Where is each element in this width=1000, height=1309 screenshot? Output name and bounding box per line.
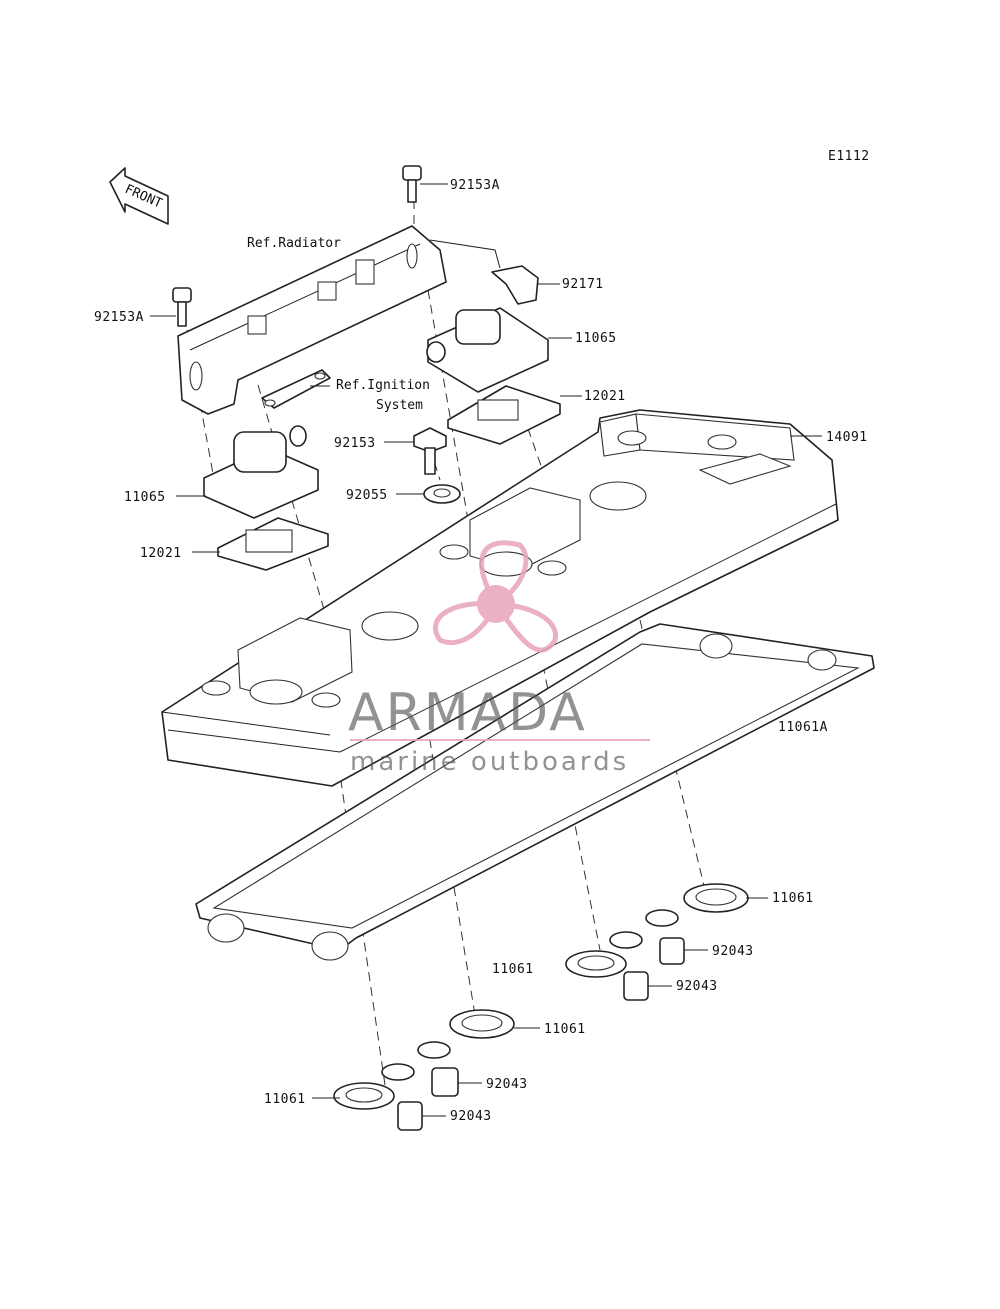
bolt-left-icon (172, 287, 192, 327)
gasket-right (447, 385, 561, 445)
label-plug-gasket-r1: 11061 (772, 891, 814, 906)
ref-ignition-line2: System (376, 398, 423, 413)
bolt-right-icon (402, 165, 422, 203)
label-sleeve-r2: 92043 (676, 979, 718, 994)
ignition-clamp (261, 369, 331, 409)
breather-cap-right (426, 307, 549, 393)
label-cover-gasket: 11061A (778, 720, 828, 735)
sleeve-l2-icon (397, 1101, 423, 1131)
washer-icon (423, 484, 461, 504)
ref-radiator: Ref.Radiator (247, 236, 341, 251)
cover-gasket (195, 623, 875, 961)
label-sleeve-l1: 92043 (486, 1077, 528, 1092)
clamp-92171 (491, 265, 539, 305)
plug-gasket-r1 (683, 883, 749, 913)
front-arrow-icon: FRONT (109, 167, 169, 225)
sleeve-l1-icon (431, 1067, 459, 1097)
label-clamp: 92171 (562, 277, 604, 292)
label-plug-gasket-c2: 11061 (544, 1022, 586, 1037)
label-cover: 14091 (826, 430, 868, 445)
bolt-center-icon (413, 427, 447, 475)
watermark-tagline: marine outboards (350, 747, 629, 777)
plug-gasket-c (565, 950, 627, 978)
watermark-brand: ARMADA (348, 683, 587, 743)
label-bolt-right: 92153A (450, 178, 500, 193)
label-gasket-left: 12021 (140, 546, 182, 561)
plug-gasket-r1-small (645, 909, 679, 927)
sleeve-r2-icon (623, 971, 649, 1001)
sleeve-r1-icon (659, 937, 685, 965)
plug-gasket-c2-small (417, 1041, 451, 1059)
breather-cap-left (203, 425, 319, 519)
gasket-left (217, 517, 329, 571)
label-bolt-left: 92153A (94, 310, 144, 325)
label-bolt-center: 92153 (334, 436, 376, 451)
plug-gasket-c-small (609, 931, 643, 949)
plug-gasket-l (333, 1082, 395, 1110)
label-cap-left: 11065 (124, 490, 166, 505)
label-cap-right: 11065 (575, 331, 617, 346)
radiator-bracket (177, 225, 447, 415)
label-plug-gasket-c: 11061 (492, 962, 534, 977)
label-sleeve-l2: 92043 (450, 1109, 492, 1124)
label-gasket-right: 12021 (584, 389, 626, 404)
ref-ignition-line1: Ref.Ignition (336, 378, 430, 393)
leader-lines (150, 183, 822, 1117)
label-sleeve-r1: 92043 (712, 944, 754, 959)
diagram-code: E1112 (828, 149, 870, 164)
plug-gasket-c2 (449, 1009, 515, 1039)
plug-gasket-l-small (381, 1063, 415, 1081)
label-plug-gasket-l: 11061 (264, 1092, 306, 1107)
propeller-icon (433, 540, 558, 653)
label-washer: 92055 (346, 488, 388, 503)
watermark-logo: ARMADA marine outboards (348, 540, 650, 777)
